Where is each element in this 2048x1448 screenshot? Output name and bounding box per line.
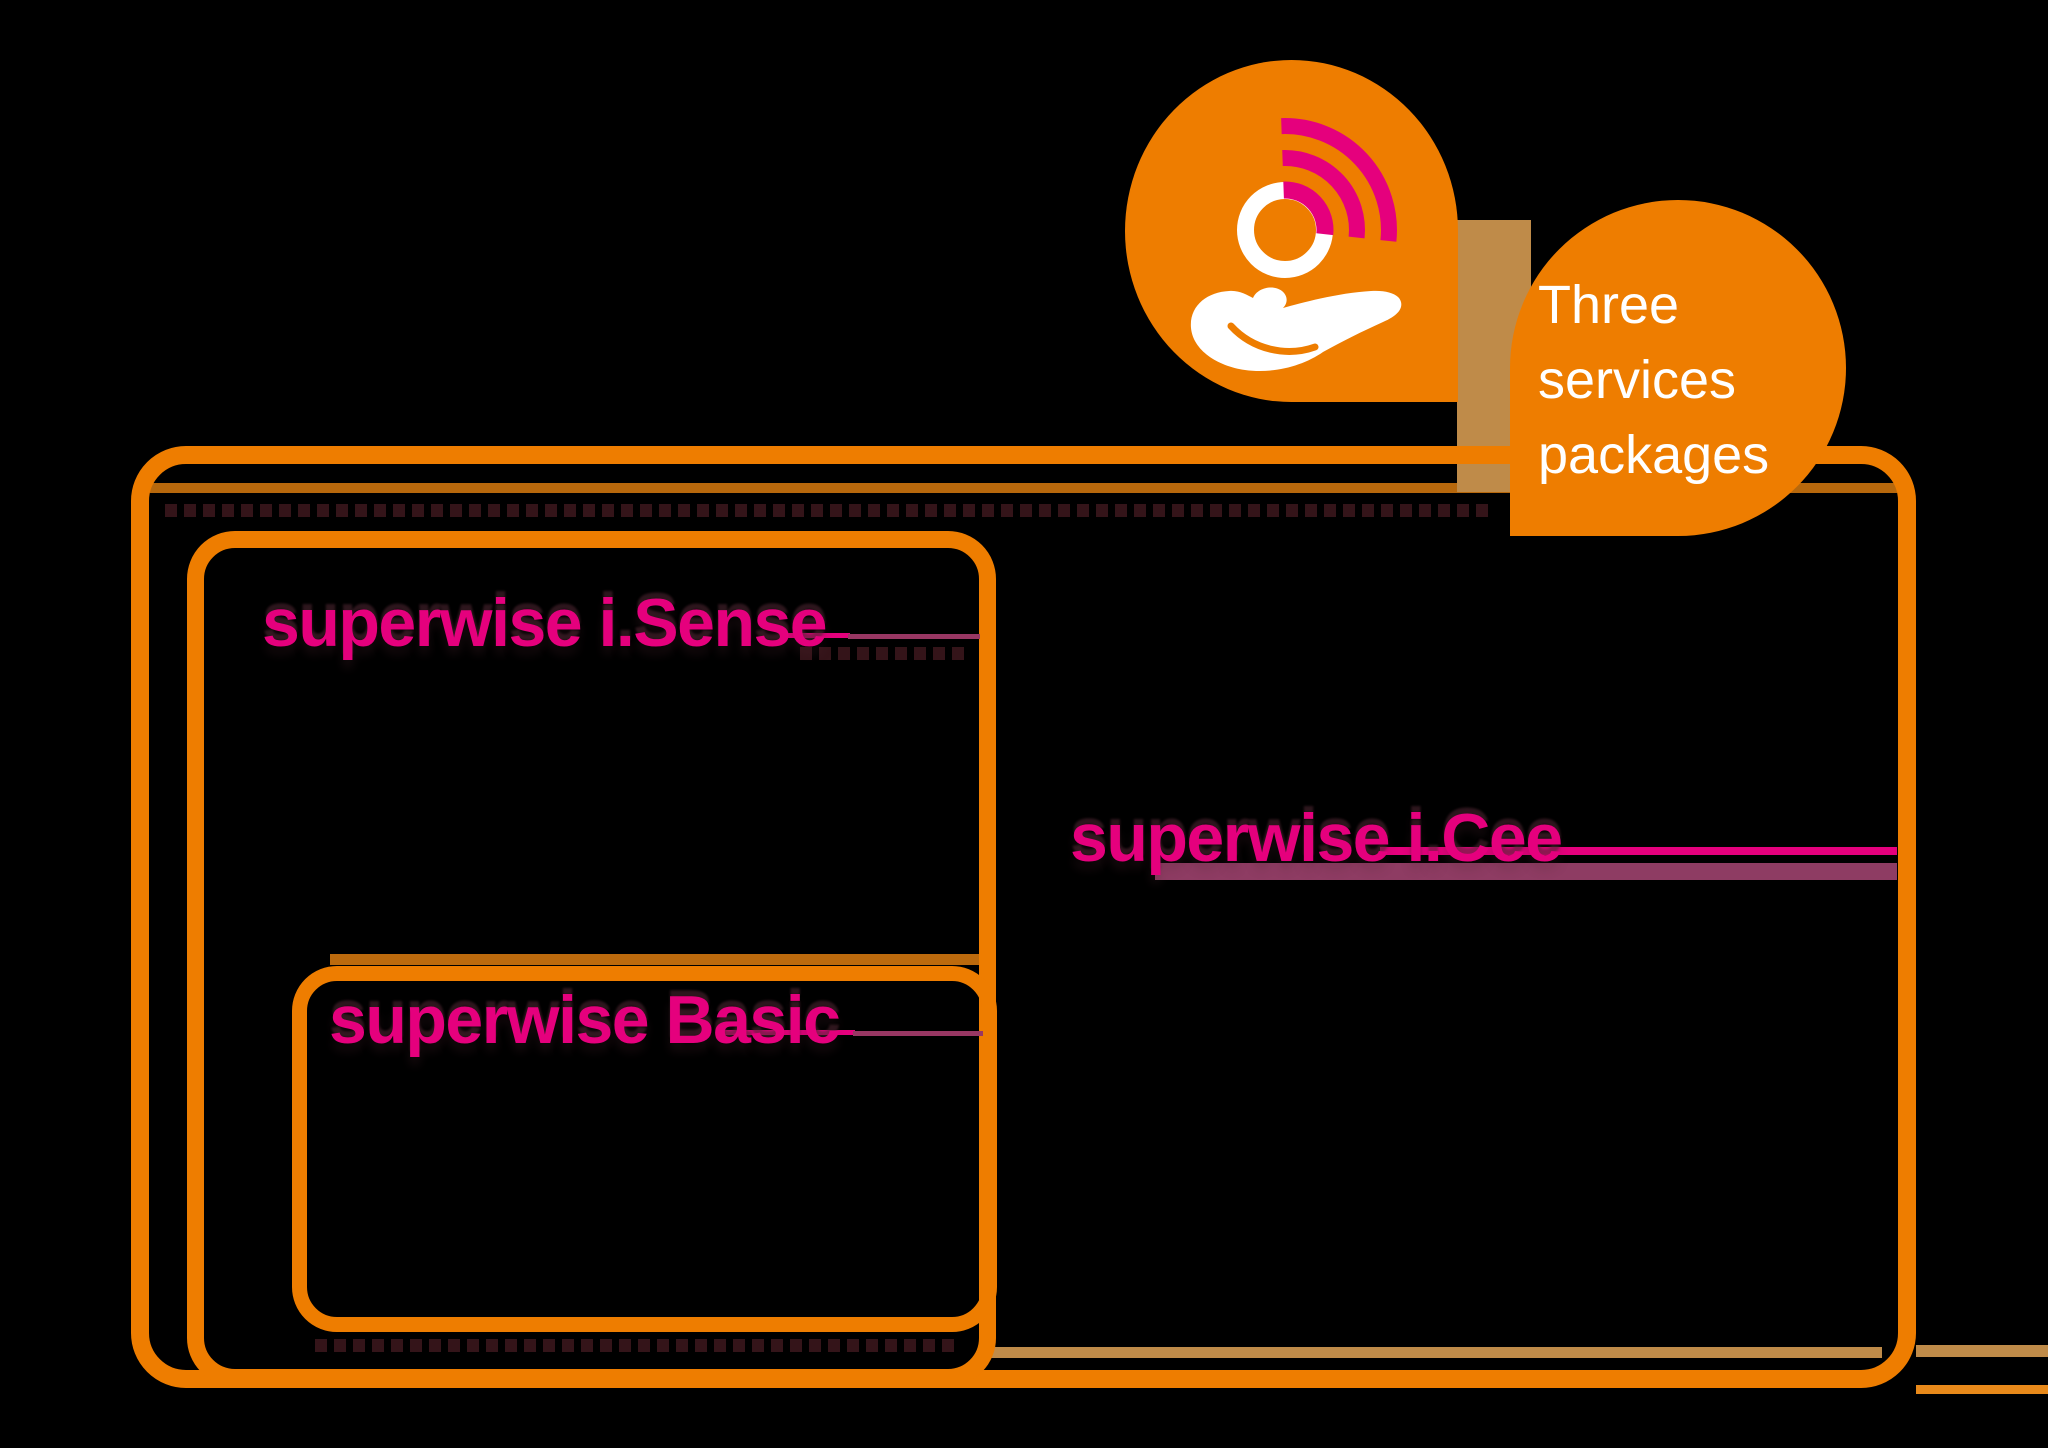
faint-dash-row-sense — [800, 647, 965, 660]
bubble-line-2: services — [1538, 350, 1737, 410]
cee-underline-bright — [1380, 847, 1897, 855]
package-box-basic — [292, 966, 997, 1332]
basic-underline-bright — [720, 1030, 855, 1035]
badge-glyphs — [1190, 118, 1402, 372]
ghost-line-bottom — [990, 1347, 1882, 1358]
ghost-line-basic-top — [330, 954, 985, 965]
speech-bubble: Three services packages — [1510, 200, 1846, 536]
heading-superwise-basic: superwise Basic — [329, 982, 841, 1058]
ghost-line-top — [150, 483, 1897, 493]
heading-superwise-isense: superwise i.Sense — [262, 585, 828, 661]
sense-underline-plum — [848, 634, 980, 639]
ghost-line-right-lower — [1916, 1385, 2048, 1394]
bubble-line-1: Three — [1538, 275, 1680, 335]
faint-dash-row-top — [165, 504, 1495, 517]
ghost-line-right-upper — [1916, 1345, 2048, 1357]
faint-dash-row-bottom — [315, 1339, 960, 1352]
bubble-line-3: packages — [1538, 425, 1770, 485]
package-box-isense — [187, 531, 996, 1386]
sense-underline-bright — [780, 633, 850, 638]
hand-offering-person-with-signal-icon — [1125, 60, 1458, 402]
speech-bubble-text: Three services packages — [1538, 268, 1769, 493]
basic-underline-plum — [853, 1031, 983, 1036]
cee-underline-mauve — [1155, 863, 1897, 880]
heading-superwise-icee: superwise i.Cee — [1070, 800, 1563, 876]
